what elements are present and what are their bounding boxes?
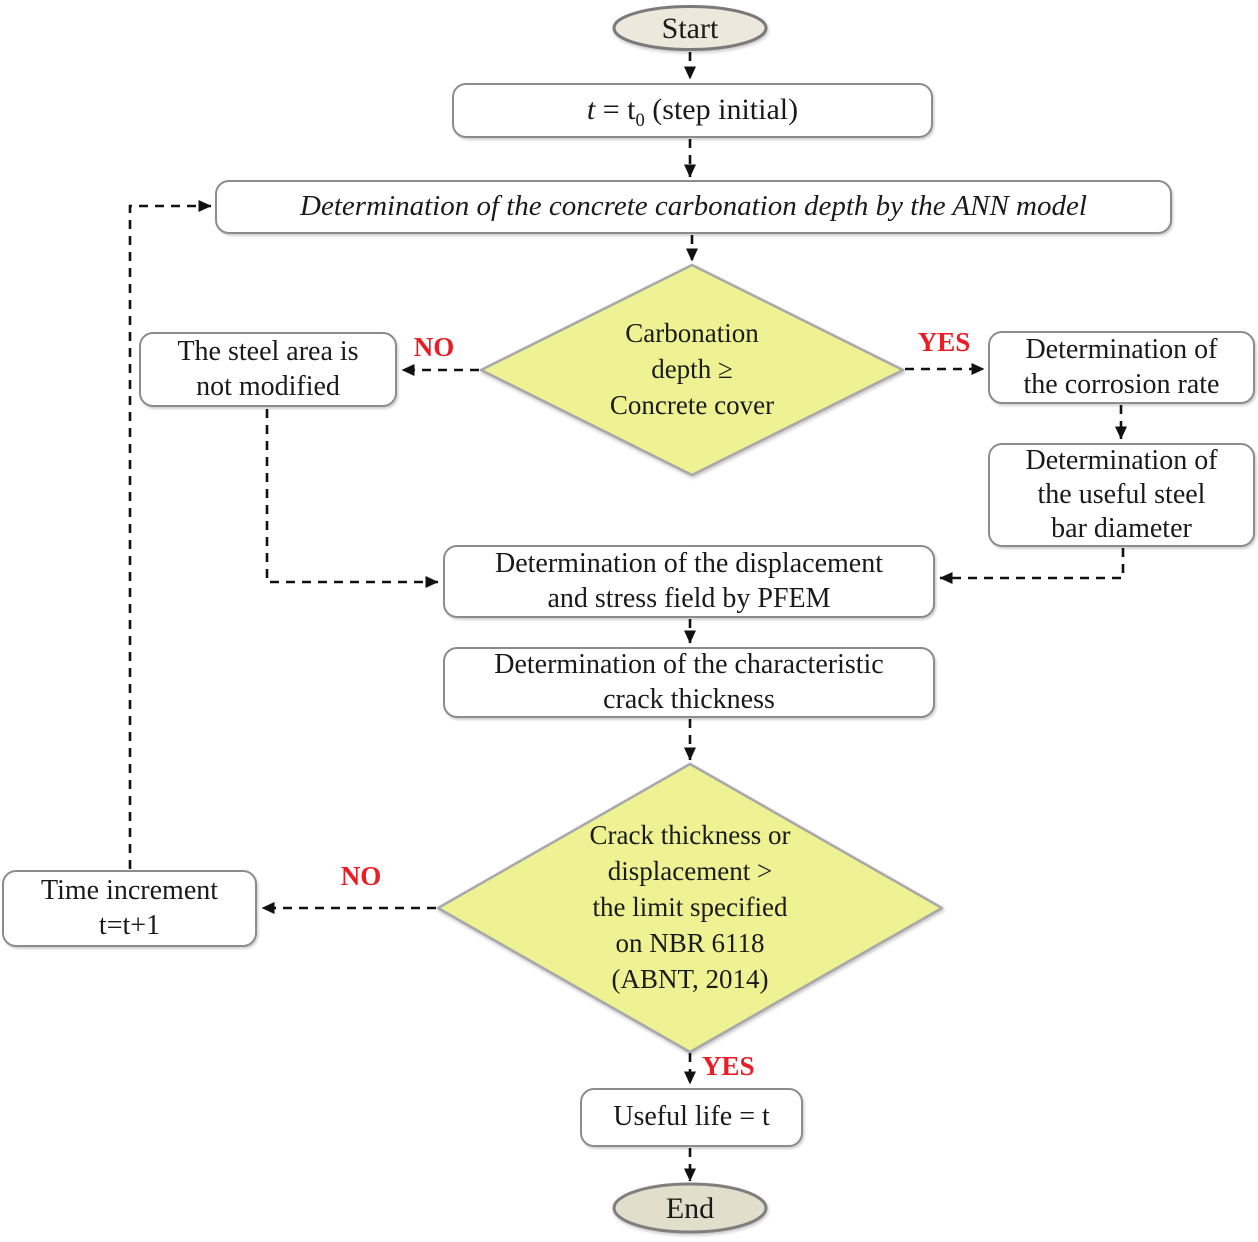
carbonation-yes-label: YES <box>917 327 971 357</box>
end-terminal-label: End <box>665 1191 715 1225</box>
carbonation-decision-diamond <box>479 263 905 477</box>
start-terminal-label: Start <box>661 11 719 45</box>
pfem-displacement-stress-box: Determination of the displacement and st… <box>443 545 935 618</box>
initial-step-rest: (step initial) <box>644 93 799 127</box>
initial-step-text: t = t0 (step initial) <box>586 92 799 132</box>
time-increment-box: Time increment t=t+1 <box>2 870 257 947</box>
useful-steel-bar-diameter-box: Determination of the useful steel bar di… <box>988 443 1255 547</box>
end-terminal-shape <box>612 1182 768 1234</box>
crack-decision-label: Crack thickness or displacement > the li… <box>589 820 791 994</box>
useful-life-box: Useful life = t <box>580 1088 803 1147</box>
characteristic-crack-thickness-box: Determination of the characteristic crac… <box>443 647 935 718</box>
carbonation-decision-label: Carbonation depth ≥ Concrete cover <box>609 318 775 420</box>
corrosion-rate-box: Determination of the corrosion rate <box>988 331 1255 404</box>
ann-carbonation-depth-box: Determination of the concrete carbonatio… <box>215 180 1172 234</box>
initial-step-box: t = t0 (step initial) <box>452 83 933 138</box>
initial-step-variable: t <box>586 93 596 127</box>
crack-decision-diamond <box>436 762 944 1054</box>
edge-steel-area-to-pfem <box>265 409 439 588</box>
initial-step-subscript: 0 <box>635 110 645 132</box>
edge-bar-diameter-to-pfem <box>939 548 1125 584</box>
steel-area-not-modified-box: The steel area is not modified <box>139 332 397 407</box>
initial-step-equals: = t <box>595 93 636 127</box>
crack-no-label: NO <box>340 861 382 891</box>
start-terminal-shape <box>612 5 768 51</box>
carbonation-no-label: NO <box>413 332 455 362</box>
crack-yes-label: YES <box>702 1051 755 1081</box>
edge-time-increment-loop-to-ann <box>128 200 212 869</box>
